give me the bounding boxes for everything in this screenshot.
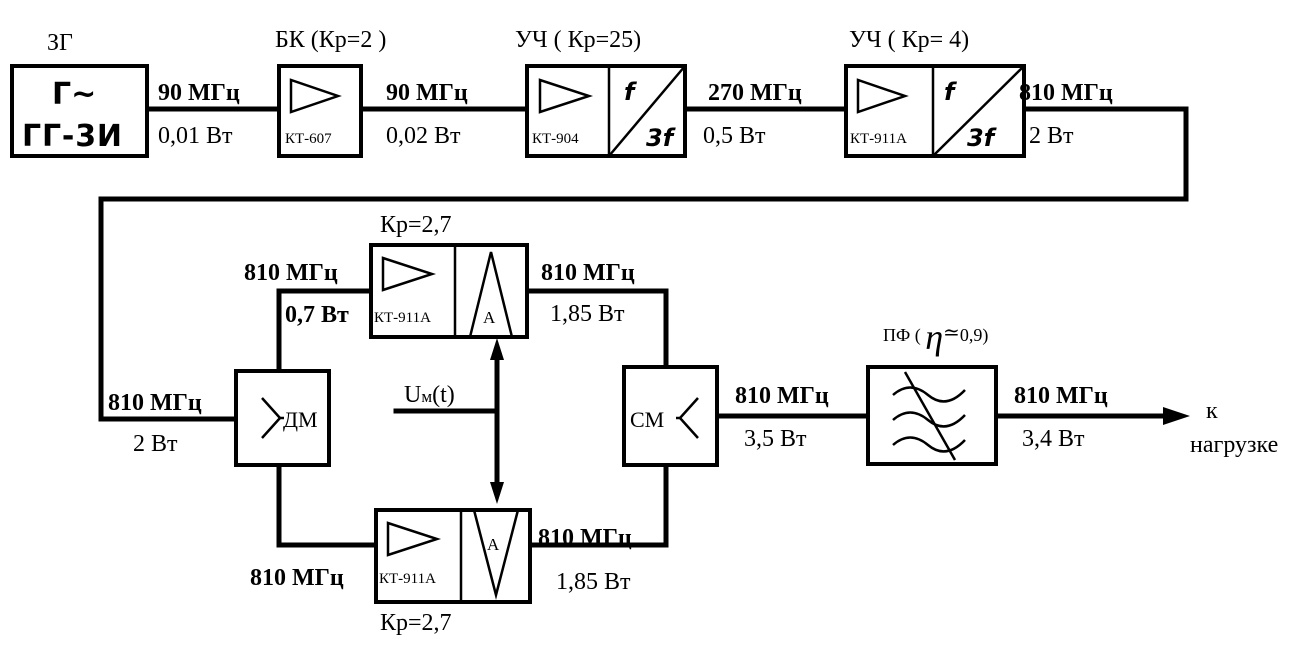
s1-power: 0,01 Вт bbox=[158, 123, 233, 149]
wire-top-amp-sm bbox=[524, 288, 669, 370]
top-in-freq: 810 МГц bbox=[244, 260, 338, 286]
dm-in-freq: 810 МГц bbox=[108, 390, 202, 416]
uch1-title: УЧ ( Кр=25) bbox=[515, 27, 641, 53]
pf-title: ПФ ( η≃0,9) bbox=[883, 317, 988, 357]
dm-label: ДМ bbox=[283, 407, 318, 432]
pf-box bbox=[866, 365, 998, 466]
s4-freq: 810 МГц bbox=[1019, 80, 1113, 106]
modulator-icon bbox=[472, 509, 520, 600]
block-amp-bottom: КТ-911А А Кр=2,7 bbox=[374, 508, 532, 636]
block-uch1: КТ-904 f 3f УЧ ( Кр=25) bbox=[515, 27, 687, 158]
s3-power: 0,5 Вт bbox=[703, 123, 766, 149]
pf-out-power: 3,4 Вт bbox=[1022, 426, 1085, 452]
bottom-in-freq: 810 МГц bbox=[250, 565, 344, 591]
block-pf: ПФ ( η≃0,9) bbox=[866, 317, 998, 466]
uch1-f-in: f bbox=[624, 78, 637, 106]
uch1-f-out: 3f bbox=[646, 124, 676, 152]
amp-bottom-transistor: КТ-911А bbox=[379, 571, 436, 587]
bk-transistor: КТ-607 bbox=[285, 131, 332, 147]
zg-symbol: Г~ bbox=[52, 77, 96, 112]
wire-dm-top-amp bbox=[276, 288, 374, 374]
sm-out-power: 3,5 Вт bbox=[744, 426, 807, 452]
load-label-line1: к bbox=[1206, 398, 1218, 424]
amp-top-transistor: КТ-911А bbox=[374, 310, 431, 326]
s2-power: 0,02 Вт bbox=[386, 123, 461, 149]
s3-freq: 270 МГц bbox=[708, 80, 802, 106]
uch2-box bbox=[844, 64, 1026, 158]
bottom-out-freq: 810 МГц bbox=[538, 525, 632, 551]
amplifier-icon bbox=[856, 78, 909, 114]
block-uch2: КТ-911А f 3f УЧ ( Кр= 4) bbox=[844, 27, 1026, 158]
wire-uch2-dm bbox=[98, 106, 1189, 422]
amp-top-mod: А bbox=[483, 308, 496, 327]
amp-bottom-gain: Кр=2,7 bbox=[380, 610, 452, 636]
s4-power: 2 Вт bbox=[1029, 123, 1074, 149]
modulation-label: Uм(t) bbox=[404, 382, 455, 408]
block-dm: ДМ bbox=[234, 369, 331, 467]
arrow-down-icon bbox=[490, 482, 504, 504]
amp-top-gain: Кр=2,7 bbox=[380, 212, 452, 238]
s2-freq: 90 МГц bbox=[386, 80, 468, 106]
block-bk: КТ-607 БК (Кр=2 ) bbox=[275, 27, 386, 158]
top-out-power: 1,85 Вт bbox=[550, 301, 625, 327]
bk-title: БК (Кр=2 ) bbox=[275, 27, 386, 53]
block-sm: СМ bbox=[622, 365, 719, 467]
top-out-freq: 810 МГц bbox=[541, 260, 635, 286]
dm-in-power: 2 Вт bbox=[133, 431, 178, 457]
bottom-out-power: 1,85 Вт bbox=[556, 569, 631, 595]
modulator-icon bbox=[468, 251, 514, 338]
arrow-up-icon bbox=[490, 338, 504, 360]
uch2-diagonal bbox=[932, 65, 1025, 157]
s1-freq: 90 МГц bbox=[158, 80, 240, 106]
zg-title: ЗГ bbox=[47, 30, 73, 56]
amplifier-icon bbox=[538, 78, 594, 114]
uch1-box bbox=[525, 64, 687, 158]
load-arrow-icon bbox=[1163, 407, 1190, 425]
uch2-title: УЧ ( Кр= 4) bbox=[849, 27, 969, 53]
block-zg: ЗГ Г~ ГГ-3И bbox=[10, 30, 149, 158]
filter-icon bbox=[892, 371, 966, 461]
amplifier-icon bbox=[381, 256, 437, 292]
uch1-diagonal bbox=[608, 65, 686, 157]
pf-out-freq: 810 МГц bbox=[1014, 383, 1108, 409]
block-amp-top: КТ-911А А Кр=2,7 bbox=[369, 212, 529, 339]
top-in-power: 0,7 Вт bbox=[285, 302, 349, 328]
uch1-transistor: КТ-904 bbox=[532, 131, 579, 147]
sm-box bbox=[622, 365, 719, 467]
uch2-f-out: 3f bbox=[967, 124, 997, 152]
load-label-line2: нагрузке bbox=[1190, 432, 1278, 458]
uch2-f-in: f bbox=[944, 78, 957, 106]
sm-out-freq: 810 МГц bbox=[735, 383, 829, 409]
zg-model: ГГ-3И bbox=[22, 119, 122, 154]
amp-bottom-box bbox=[374, 508, 532, 604]
amp-bottom-mod: А bbox=[487, 535, 500, 554]
wire-bottom-amp-sm bbox=[527, 462, 669, 548]
sm-label: СМ bbox=[630, 407, 664, 432]
zg-box bbox=[10, 64, 149, 158]
signal-labels: 90 МГц 0,01 Вт 90 МГц 0,02 Вт 270 МГц 0,… bbox=[108, 80, 1113, 595]
uch2-transistor: КТ-911А bbox=[850, 131, 907, 147]
connection-wires bbox=[98, 106, 1190, 548]
amplifier-icon bbox=[289, 78, 342, 114]
wire-dm-bottom-amp bbox=[276, 462, 379, 548]
amplifier-icon bbox=[386, 521, 442, 557]
